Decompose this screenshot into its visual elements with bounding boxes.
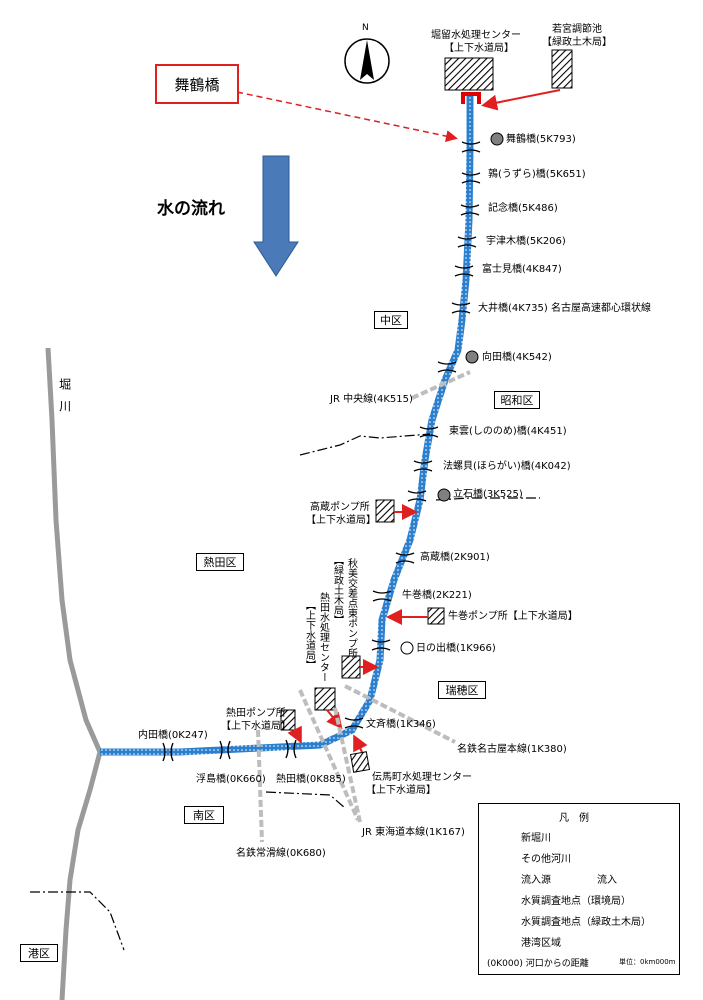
flow-direction-arrow xyxy=(253,155,299,277)
atsuta-plant-org: 【上下水道局】 xyxy=(303,600,315,670)
district-boundary xyxy=(299,433,431,456)
shinhorikawa-river xyxy=(100,96,474,756)
horikawa-label: 堀川 xyxy=(57,378,72,422)
wakamiya-pond-box xyxy=(551,49,573,89)
bridge-label-uchida: 内田橋(0K247) xyxy=(138,730,208,741)
legend-wq-ryokusei: 水質調査地点（緑政土木局） xyxy=(521,917,651,928)
takakura-pump-label: 高蔵ポンプ所 xyxy=(310,502,370,513)
denmacho-plant-org: 【上下水道局】 xyxy=(366,785,436,796)
port-zone-marker xyxy=(461,92,481,104)
district-boundary xyxy=(435,497,540,501)
bridge-label-jr-tokaido: JR 東海道本線(1K167) xyxy=(362,827,465,838)
wq-point-ryokusei xyxy=(490,132,504,146)
legend-shinhorikawa: 新堀川 xyxy=(521,833,551,844)
wq-point-ryokusei xyxy=(437,488,451,502)
railway-line xyxy=(298,689,360,821)
district-boundary xyxy=(30,891,125,951)
district-naka: 中区 xyxy=(374,311,408,329)
denmacho-plant-label: 伝馬町水処理センター xyxy=(372,772,472,783)
horidome-plant-label: 堀留水処理センター xyxy=(431,30,521,41)
legend-other-river: その他河川 xyxy=(521,854,571,865)
akimi-pump-box xyxy=(341,655,361,679)
horidome-plant-org: 【上下水道局】 xyxy=(444,43,514,54)
wq-point-env xyxy=(400,641,414,655)
inflow-arrow xyxy=(287,725,302,744)
bridge-label-oi: 大井橋(4K735) 名古屋高速都心環状線 xyxy=(478,303,651,314)
legend-distance-note: (0K000) 河口からの距離 xyxy=(487,959,589,969)
compass-icon xyxy=(344,38,390,84)
district-atsuta: 熱田区 xyxy=(196,553,244,571)
flow-label: 水の流れ xyxy=(157,199,225,219)
wq-point-ryokusei xyxy=(465,350,479,364)
inflow-arrow xyxy=(353,734,368,753)
bridge-label-mukaida: 向田橋(4K542) xyxy=(482,352,552,363)
district-minami: 南区 xyxy=(184,806,224,824)
atsuta-pump-org: 【上下水道局】 xyxy=(221,721,291,732)
maizuru-callout: 舞鶴橋 xyxy=(155,64,239,104)
horikawa-river xyxy=(45,347,103,1000)
bridge-label-ushimaki: 牛巻橋(2K221) xyxy=(402,590,472,601)
wakamiya-pond-org: 【緑政土木局】 xyxy=(542,37,612,48)
legend-title: 凡 例 xyxy=(559,813,589,824)
legend-port-zone: 港湾区域 xyxy=(521,938,561,949)
bridge-label-fujimi: 富士見橋(4K847) xyxy=(482,264,562,275)
atsuta-plant-box xyxy=(314,687,336,711)
atsuta-plant-label: 熱田水処理センター xyxy=(317,592,329,682)
horidome-plant-box xyxy=(444,57,494,91)
railway-line xyxy=(411,370,471,400)
bridge-label-meitetsu-tokoname: 名鉄常滑線(0K680) xyxy=(236,848,326,859)
bridge-label-tateishi: 立石橋(3K525) xyxy=(453,489,523,500)
bridge-label-utsuki: 宇津木橋(5K206) xyxy=(486,236,566,247)
takakura-pump-box xyxy=(375,499,395,523)
akimi-pump-org: 【緑政土木局】 xyxy=(331,555,343,625)
bridge-label-ukishima: 浮島橋(0K660) xyxy=(196,774,266,785)
district-boundary xyxy=(265,791,346,809)
bridge-label-kinen: 記念橋(5K486) xyxy=(488,203,558,214)
legend-inflow: 流入 xyxy=(597,875,617,886)
ushimaki-pump-box xyxy=(427,607,445,625)
legend-unit: 単位：0km000m xyxy=(619,958,676,966)
railway-line xyxy=(256,729,264,843)
inflow-arrow xyxy=(481,89,561,111)
north-label: N xyxy=(362,23,369,33)
district-mizuho: 瑞穂区 xyxy=(438,681,486,699)
akimi-pump-label: 秋美交差点東ポンプ所 xyxy=(345,558,357,658)
bridge-label-bunsei: 文斉橋(1K346) xyxy=(366,719,436,730)
bridge-label-meitetsu-nagoya: 名鉄名古屋本線(1K380) xyxy=(457,744,567,755)
bridge-label-hinode: 日の出橋(1K966) xyxy=(416,643,496,654)
legend-box: 凡 例 新堀川 その他河川 流入源 流入 水質調査地点（環境局） 水質調査地点（… xyxy=(478,803,680,975)
callout-line xyxy=(236,91,458,143)
takakura-pump-org: 【上下水道局】 xyxy=(306,515,376,526)
legend-inflow-source: 流入源 xyxy=(521,875,551,886)
district-showa: 昭和区 xyxy=(494,391,540,409)
bridge-label-jr-chuo: JR 中央線(4K515) xyxy=(330,394,413,405)
wakamiya-pond-label: 若宮調節池 xyxy=(552,24,602,35)
legend-wq-env: 水質調査地点（環境局） xyxy=(521,896,631,907)
bridge-label-takakura: 高蔵橋(2K901) xyxy=(420,552,490,563)
bridge-label-uzura: 鶉(うずら)橋(5K651) xyxy=(488,169,586,180)
bridge-label-horagai: 法螺貝(ほらがい)橋(4K042) xyxy=(443,461,571,472)
bridge-label-shinonome: 東雲(しののめ)橋(4K451) xyxy=(449,426,567,437)
ushimaki-pump-label: 牛巻ポンプ所【上下水道局】 xyxy=(448,611,578,622)
bridge-marks xyxy=(162,141,481,762)
bridge-label-maizuru: 舞鶴橋(5K793) xyxy=(506,134,576,145)
bridge-label-atsuta: 熱田橋(0K885) xyxy=(276,774,346,785)
denmacho-plant-box xyxy=(349,751,371,773)
railway-line xyxy=(344,684,456,744)
district-minato: 港区 xyxy=(20,944,58,962)
atsuta-pump-label: 熱田ポンプ所 xyxy=(226,708,286,719)
